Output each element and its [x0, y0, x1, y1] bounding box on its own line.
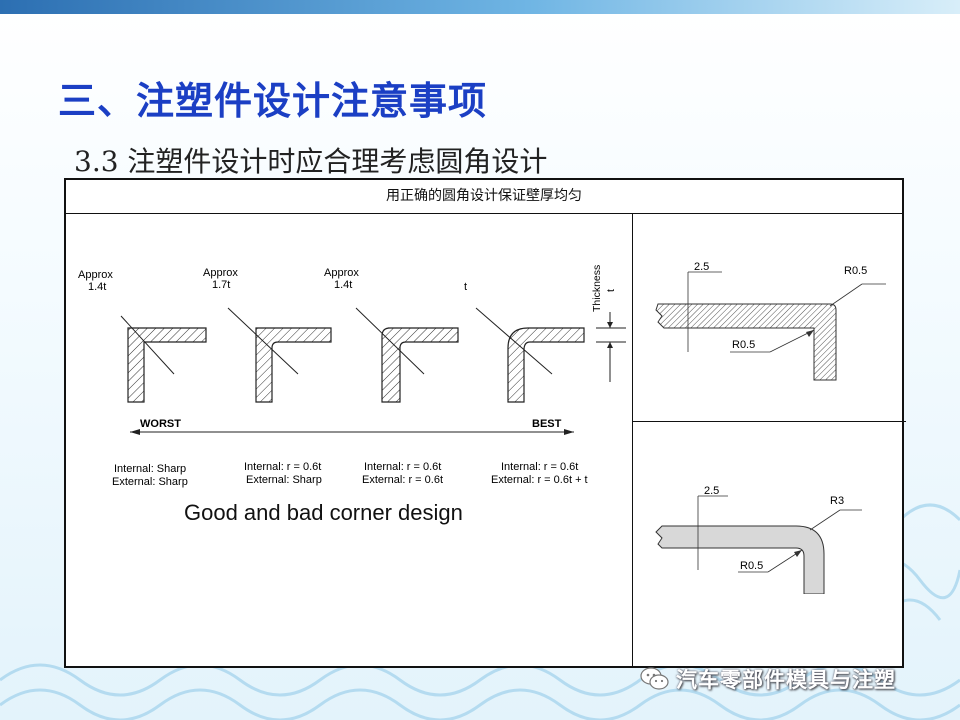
slide-title: 三、注塑件设计注意事项 [58, 79, 488, 123]
corner-design-diagram: Approx 1.4t Approx 1.7t Approx 1.4t t [78, 265, 626, 488]
thickness-dimension [596, 312, 626, 382]
bottom-inner-radius: R0.5 [740, 560, 763, 572]
wechat-icon [640, 667, 669, 690]
description-4-external: External: r = 0.6t + t [491, 474, 588, 486]
description-1-external: External: Sharp [112, 476, 188, 488]
description-4-internal: Internal: r = 0.6t [501, 461, 578, 473]
corner-label-2-line1: Approx [203, 267, 238, 279]
thickness-symbol: t [605, 289, 617, 292]
corner-label-3-line1: Approx [324, 267, 359, 279]
description-3-internal: Internal: r = 0.6t [364, 461, 441, 473]
corner-label-4: t [464, 281, 467, 293]
thickness-label: Thickness [591, 265, 603, 312]
bottom-outer-radius: R3 [830, 495, 844, 507]
top-outer-radius: R0.5 [844, 265, 867, 277]
corner-label-2-line2: 1.7t [212, 279, 230, 291]
worst-best-arrow [130, 429, 574, 435]
corner-label-1-line1: Approx [78, 269, 113, 281]
watermark-text: 汽车零部件模具与注塑 [676, 668, 896, 692]
corner-label-3-line2: 1.4t [334, 279, 352, 291]
corner-shape-1 [120, 315, 207, 403]
description-2-external: External: Sharp [246, 474, 322, 486]
description-1-internal: Internal: Sharp [114, 463, 186, 475]
top-inner-radius: R0.5 [732, 339, 755, 351]
corner-shape-4 [475, 307, 585, 403]
watermark: 汽车零部件模具与注塑 [640, 664, 896, 694]
top-dim-thickness: 2.5 [694, 261, 709, 273]
corner-example-top: 2.5 R0.5 R0.5 [646, 248, 890, 386]
table-divider-vertical [632, 214, 633, 668]
bottom-dim-thickness: 2.5 [704, 485, 719, 497]
corner-label-1-line2: 1.4t [88, 281, 106, 293]
table-divider-horizontal [632, 421, 906, 422]
description-2-internal: Internal: r = 0.6t [244, 461, 321, 473]
diagram-caption: Good and bad corner design [184, 500, 463, 525]
description-3-external: External: r = 0.6t [362, 474, 443, 486]
top-banner [0, 0, 960, 14]
slide-subtitle: 3.3 注塑件设计时应合理考虑圆角设计 [74, 145, 548, 178]
corner-shape-3 [355, 307, 459, 403]
scale-best-label: BEST [532, 418, 562, 430]
corner-design-table: 用正确的圆角设计保证壁厚均匀 Approx 1.4t Approx 1.7t A… [64, 178, 906, 668]
corner-shape-2 [227, 307, 332, 403]
scale-worst-label: WORST [140, 418, 181, 430]
corner-example-bottom: 2.5 R3 R0.5 [640, 474, 896, 594]
table-header: 用正确的圆角设计保证壁厚均匀 [66, 180, 902, 214]
